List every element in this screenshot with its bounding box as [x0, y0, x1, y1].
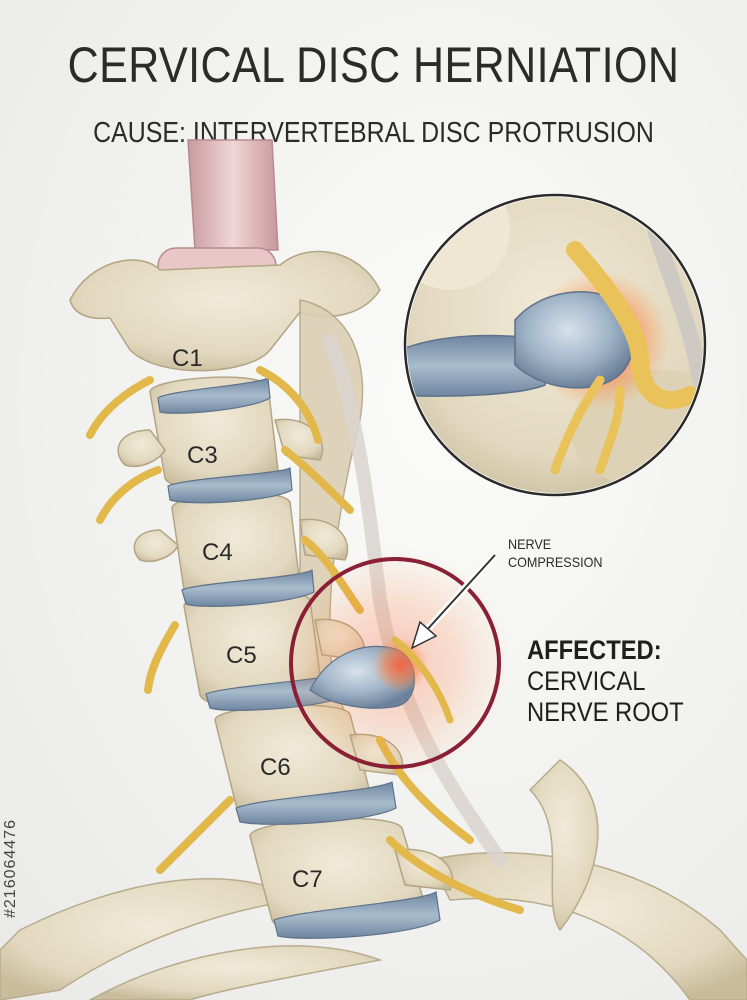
page-title: CERVICAL DISC HERNIATION	[67, 37, 680, 93]
compression-arrow	[410, 552, 498, 650]
nerve-compression-line2: COMPRESSION	[508, 554, 603, 570]
vertebra-label-c7: C7	[292, 866, 323, 893]
vertebra-label-c5: C5	[226, 642, 257, 669]
affected-line2: NERVE ROOT	[527, 697, 684, 727]
vertebra-label-c1: C1	[172, 345, 203, 372]
page-subtitle: CAUSE: INTERVERTEBRAL DISC PROTRUSION	[93, 117, 654, 149]
stock-id-watermark: #216064476	[2, 819, 19, 918]
intervertebral-discs	[157, 377, 441, 939]
affected-callout: AFFECTED: CERVICAL NERVE ROOT	[527, 635, 684, 728]
zoom-inset	[403, 193, 707, 497]
nerve-compression-line1: NERVE	[508, 536, 552, 552]
rib-cage	[0, 759, 747, 1000]
nerve-compression-label: NERVE COMPRESSION	[508, 535, 603, 571]
vertebra-label-c3: C3	[187, 442, 218, 469]
vertebra-label-c4: C4	[202, 539, 233, 566]
highlight-ring	[289, 557, 501, 769]
vertebra-label-c6: C6	[260, 754, 291, 781]
affected-line1: CERVICAL	[527, 666, 646, 696]
herniation-highlight	[280, 548, 510, 778]
affected-heading: AFFECTED:	[527, 635, 662, 665]
